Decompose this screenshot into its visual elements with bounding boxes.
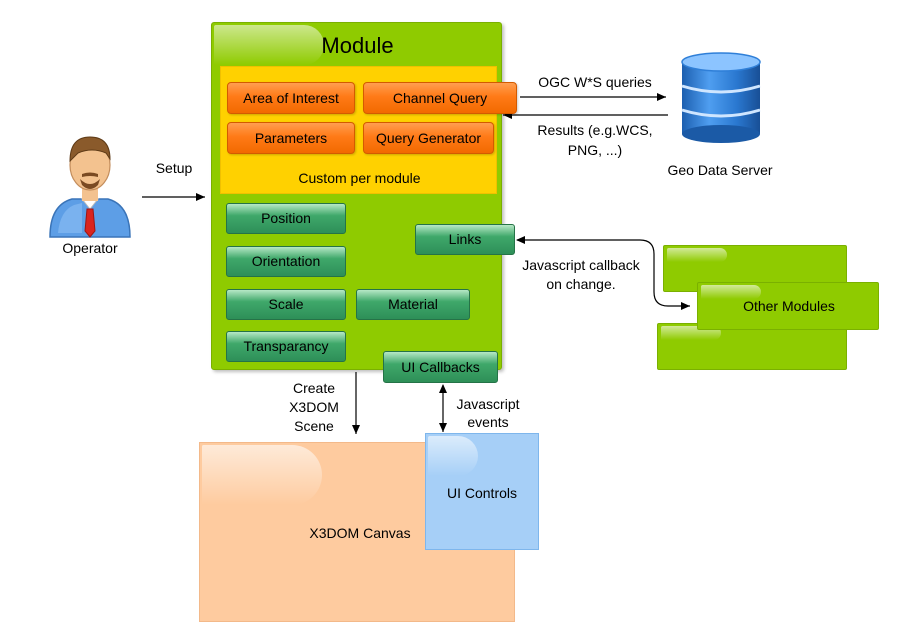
other-module-bar-bottom — [657, 323, 847, 370]
results-label-line-1: Results (e.g.WCS, — [537, 122, 653, 138]
transparancy-button[interactable]: Transparancy — [226, 331, 346, 362]
custom-per-module-label: Custom per module — [298, 170, 421, 186]
query-generator-button[interactable]: Query Generator — [363, 122, 494, 154]
callback-label-line-2: on change. — [546, 276, 616, 292]
position-button[interactable]: Position — [226, 203, 346, 234]
operator-person-icon — [49, 136, 131, 238]
create-scene-label-line-3: Scene — [294, 418, 334, 434]
links-button[interactable]: Links — [415, 224, 515, 255]
setup-label: Setup — [155, 160, 193, 176]
material-button[interactable]: Material — [356, 289, 470, 320]
events-label-line-2: events — [467, 414, 509, 430]
module-title: Module — [321, 33, 394, 58]
orientation-button[interactable]: Orientation — [226, 246, 346, 277]
create-scene-label-line-1: Create — [292, 380, 336, 396]
events-label-line-1: Javascript — [456, 396, 520, 412]
ogc-queries-label: OGC W*S queries — [538, 74, 652, 90]
ui-controls-box[interactable]: UI Controls — [425, 433, 539, 550]
ui-controls-label: UI Controls — [446, 485, 518, 501]
results-label-line-2: PNG, ...) — [567, 142, 623, 158]
other-modules-label: Other Modules — [743, 298, 835, 314]
ui-callbacks-button[interactable]: UI Callbacks — [383, 351, 498, 383]
other-modules-box: Other Modules — [697, 282, 879, 330]
x3dom-canvas-label: X3DOM Canvas — [309, 525, 411, 541]
callback-label-line-1: Javascript callback — [522, 257, 640, 273]
module-gloss — [214, 25, 324, 65]
create-scene-label-line-2: X3DOM — [289, 399, 339, 415]
callback-arrow — [516, 236, 690, 310]
operator-label: Operator — [62, 240, 118, 256]
database-icon — [681, 52, 761, 143]
channel-query-button[interactable]: Channel Query — [363, 82, 517, 114]
parameters-button[interactable]: Parameters — [227, 122, 355, 154]
canvas-gloss — [202, 445, 322, 505]
ui-controls-gloss — [428, 436, 478, 476]
geo-data-server-label: Geo Data Server — [667, 162, 773, 178]
scale-button[interactable]: Scale — [226, 289, 346, 320]
area-of-interest-button[interactable]: Area of Interest — [227, 82, 355, 114]
